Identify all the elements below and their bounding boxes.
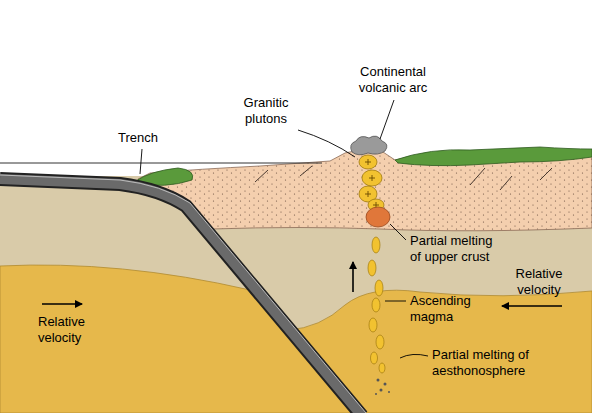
velocity-arrow	[42, 303, 82, 305]
trench-label: Trench	[118, 130, 158, 146]
velocity-label: Relative velocity	[508, 266, 570, 298]
magma-drop	[376, 335, 384, 349]
sediment-layer	[395, 147, 592, 166]
velocity-label: Relative velocity	[38, 314, 100, 346]
fault-mark	[255, 166, 552, 190]
leader-line	[390, 224, 406, 240]
melting-label: Partial melting of aesthonosphere	[432, 347, 544, 379]
leader-line	[380, 100, 394, 139]
magma-drop	[375, 280, 383, 296]
leader-line	[400, 354, 428, 358]
magma-drop	[372, 298, 380, 312]
leader-line	[140, 149, 142, 174]
oceanic-slab-outline	[0, 179, 362, 413]
eruption-plume	[351, 136, 387, 155]
magma-drop	[368, 260, 376, 276]
melt-zone	[366, 207, 390, 227]
melt-droplets	[375, 379, 390, 396]
oceanic-slab	[0, 179, 362, 413]
pluton-cross	[365, 159, 379, 208]
asthenosphere-right	[288, 290, 592, 413]
leader-line	[298, 130, 355, 157]
arc-label: Continental volcanic arc	[343, 64, 443, 96]
sea-level	[0, 163, 322, 164]
leader-line	[385, 301, 406, 302]
velocity-arrow	[502, 305, 562, 307]
rise-arrow	[352, 262, 354, 292]
magma-drop	[379, 363, 385, 373]
melting-label: Partial melting of upper crust	[410, 233, 503, 265]
magma-drop	[369, 318, 377, 332]
magma-label: Ascending magma	[410, 293, 488, 325]
magma-drop	[372, 237, 380, 253]
oceanic-slab-top	[0, 175, 366, 413]
pluton-label: Granitic plutons	[235, 95, 297, 127]
magma-drop	[371, 352, 378, 364]
